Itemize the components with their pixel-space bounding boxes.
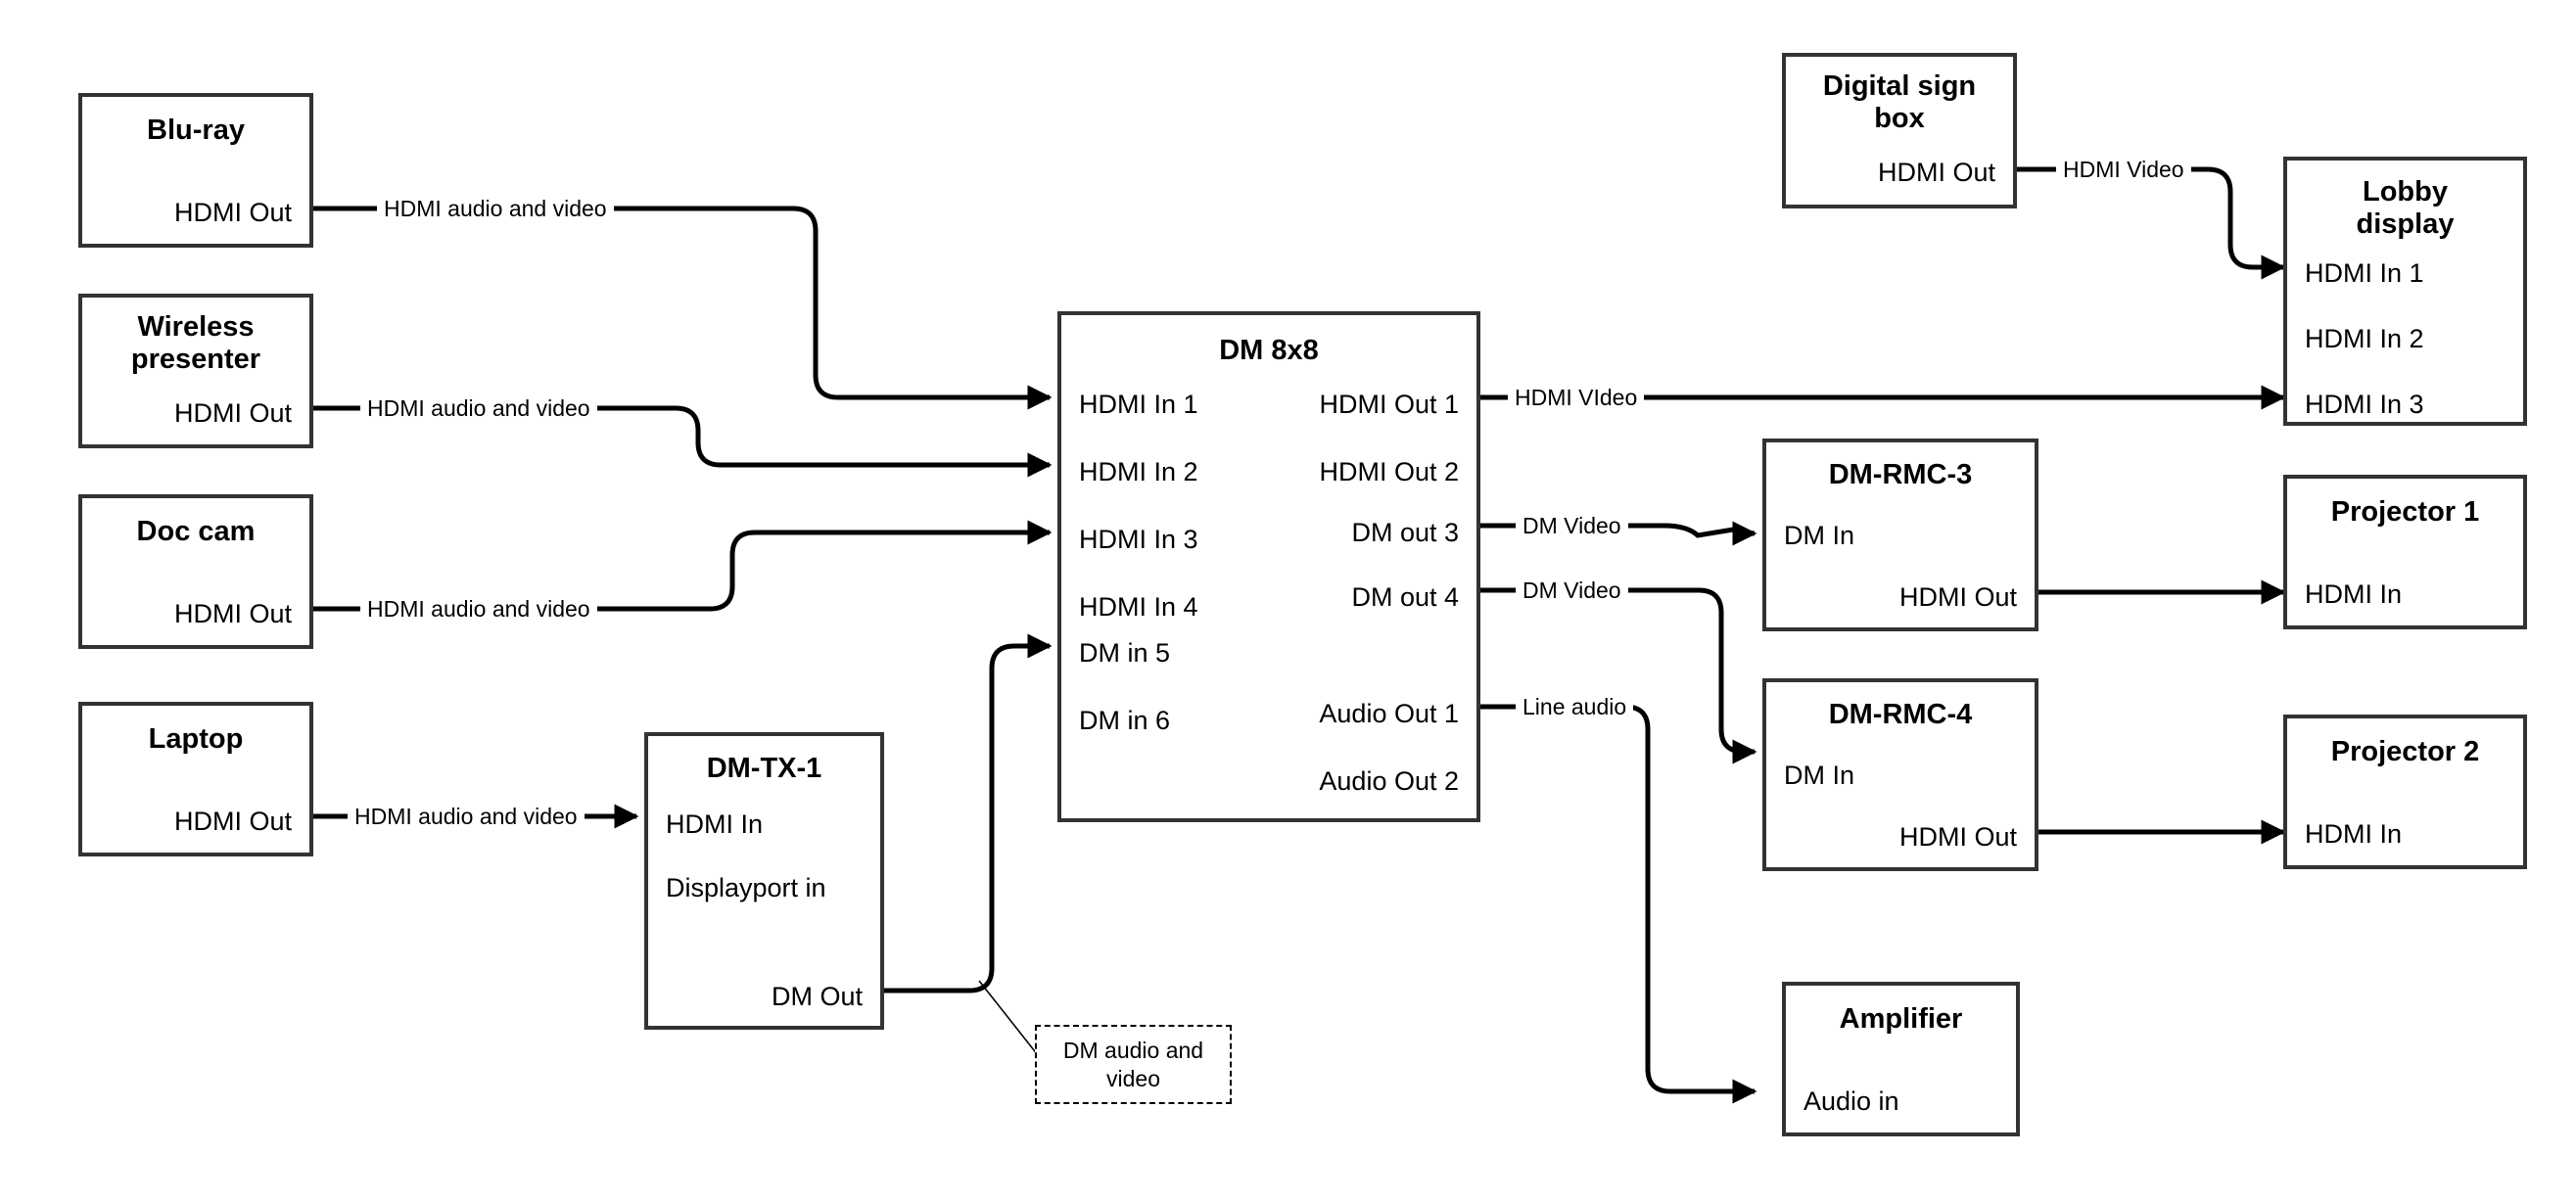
- wire-dmtx1-to-dm8x8: [884, 633, 1053, 993]
- device-title-line2: display: [2356, 208, 2455, 240]
- edge-label-dm8x8-out3-to-rmc3: DM Video: [1516, 515, 1628, 537]
- device-projector-1[interactable]: Projector 1 HDMI In: [2283, 475, 2527, 629]
- device-lobby-display[interactable]: Lobby display HDMI In 1 HDMI In 2 HDMI I…: [2283, 157, 2527, 426]
- port-dm-out-4[interactable]: DM out 4: [1351, 582, 1459, 612]
- wire-dm8x8-audio1-to-amplifier: [1480, 704, 1757, 1104]
- edge-label-wireless-to-dm8x8: HDMI audio and video: [360, 397, 597, 420]
- device-title-line1: Digital sign: [1822, 70, 1977, 102]
- port-dm-out-3[interactable]: DM out 3: [1351, 518, 1459, 547]
- port-dm-in-6[interactable]: DM in 6: [1079, 706, 1171, 735]
- device-title-line2: presenter: [130, 344, 261, 375]
- port-displayport-in[interactable]: Displayport in: [666, 873, 826, 902]
- port-hdmi-out[interactable]: HDMI Out: [173, 198, 292, 227]
- device-bluray[interactable]: Blu-ray HDMI Out: [78, 93, 313, 248]
- device-title: DM-RMC-3: [1828, 459, 1973, 490]
- port-hdmi-in-4[interactable]: HDMI In 4: [1079, 592, 1198, 622]
- device-projector-2[interactable]: Projector 2 HDMI In: [2283, 715, 2527, 869]
- edge-label-bluray-to-dm8x8: HDMI audio and video: [377, 198, 614, 220]
- device-title: Blu-ray: [147, 115, 245, 146]
- wire-bluray-to-dm8x8: [313, 206, 1053, 410]
- edge-label-laptop-to-dmtx1: HDMI audio and video: [348, 806, 585, 828]
- device-title: Laptop: [148, 723, 244, 755]
- device-dm-rmc-4[interactable]: DM-RMC-4 DM In HDMI Out: [1762, 678, 2038, 871]
- device-title: Doc cam: [136, 516, 256, 547]
- device-laptop[interactable]: Laptop HDMI Out: [78, 702, 313, 856]
- device-title: Projector 2: [2330, 736, 2480, 767]
- port-hdmi-in[interactable]: HDMI In: [2305, 819, 2403, 849]
- port-hdmi-in-2[interactable]: HDMI In 2: [2305, 324, 2424, 353]
- port-hdmi-out-2[interactable]: HDMI Out 2: [1319, 457, 1459, 486]
- edge-label-doccam-to-dm8x8: HDMI audio and video: [360, 598, 597, 621]
- port-hdmi-in-3[interactable]: HDMI In 3: [1079, 525, 1198, 554]
- port-hdmi-in-2[interactable]: HDMI In 2: [1079, 457, 1198, 486]
- port-hdmi-in-1[interactable]: HDMI In 1: [2305, 258, 2424, 288]
- device-title-line1: Wireless: [137, 311, 255, 343]
- note-text: DM audio and video: [1062, 1038, 1204, 1091]
- device-title-line1: Lobby: [2363, 176, 2448, 208]
- edge-label-dm8x8-audio1-to-amplifier: Line audio: [1516, 696, 1634, 718]
- port-dm-in-5[interactable]: DM in 5: [1079, 638, 1171, 668]
- port-hdmi-out[interactable]: HDMI Out: [173, 599, 292, 628]
- port-hdmi-out[interactable]: HDMI Out: [173, 398, 292, 428]
- port-dm-in[interactable]: DM In: [1784, 761, 1855, 790]
- device-title: Amplifier: [1839, 1003, 1963, 1035]
- port-audio-in[interactable]: Audio in: [1803, 1086, 1899, 1116]
- device-title: DM-TX-1: [706, 753, 822, 784]
- port-hdmi-in[interactable]: HDMI In: [2305, 579, 2403, 609]
- device-amplifier[interactable]: Amplifier Audio in: [1782, 982, 2020, 1136]
- port-hdmi-out[interactable]: HDMI Out: [1898, 822, 2017, 852]
- edge-label-dm8x8-out1-to-lobby: HDMI VIdeo: [1508, 387, 1645, 409]
- note-dm-audio-and-video: DM audio and video: [1035, 1025, 1232, 1104]
- leader-dm-audio-video-note: [978, 980, 1039, 1056]
- port-dm-out[interactable]: DM Out: [771, 982, 863, 1011]
- port-hdmi-in-1[interactable]: HDMI In 1: [1079, 390, 1198, 419]
- port-hdmi-out[interactable]: HDMI Out: [173, 807, 292, 836]
- port-hdmi-out[interactable]: HDMI Out: [1877, 158, 1995, 187]
- device-dm-8x8[interactable]: DM 8x8 HDMI In 1 HDMI In 2 HDMI In 3 HDM…: [1057, 311, 1480, 822]
- device-dm-rmc-3[interactable]: DM-RMC-3 DM In HDMI Out: [1762, 439, 2038, 631]
- device-title-line2: box: [1874, 103, 1925, 134]
- device-wireless-presenter[interactable]: Wireless presenter HDMI Out: [78, 294, 313, 448]
- wire-dm8x8-out4-to-rmc4: [1480, 587, 1757, 764]
- port-hdmi-out[interactable]: HDMI Out: [1898, 582, 2017, 612]
- port-hdmi-in[interactable]: HDMI In: [666, 809, 764, 839]
- device-digital-sign-box[interactable]: Digital sign box HDMI Out: [1782, 53, 2017, 208]
- port-dm-in[interactable]: DM In: [1784, 521, 1855, 550]
- device-dm-tx-1[interactable]: DM-TX-1 HDMI In Displayport in DM Out: [644, 732, 884, 1030]
- device-title: Projector 1: [2330, 496, 2480, 528]
- port-audio-out-2[interactable]: Audio Out 2: [1319, 766, 1459, 796]
- device-title: DM-RMC-4: [1828, 699, 1973, 730]
- wire-sign-to-lobby: [2017, 166, 2286, 280]
- edge-label-dm8x8-out4-to-rmc4: DM Video: [1516, 579, 1628, 602]
- device-title: DM 8x8: [1219, 335, 1319, 366]
- edge-label-sign-to-lobby: HDMI Video: [2056, 159, 2191, 181]
- port-audio-out-1[interactable]: Audio Out 1: [1319, 699, 1459, 728]
- port-hdmi-in-3[interactable]: HDMI In 3: [2305, 390, 2424, 419]
- port-hdmi-out-1[interactable]: HDMI Out 1: [1319, 390, 1459, 419]
- device-doc-cam[interactable]: Doc cam HDMI Out: [78, 494, 313, 649]
